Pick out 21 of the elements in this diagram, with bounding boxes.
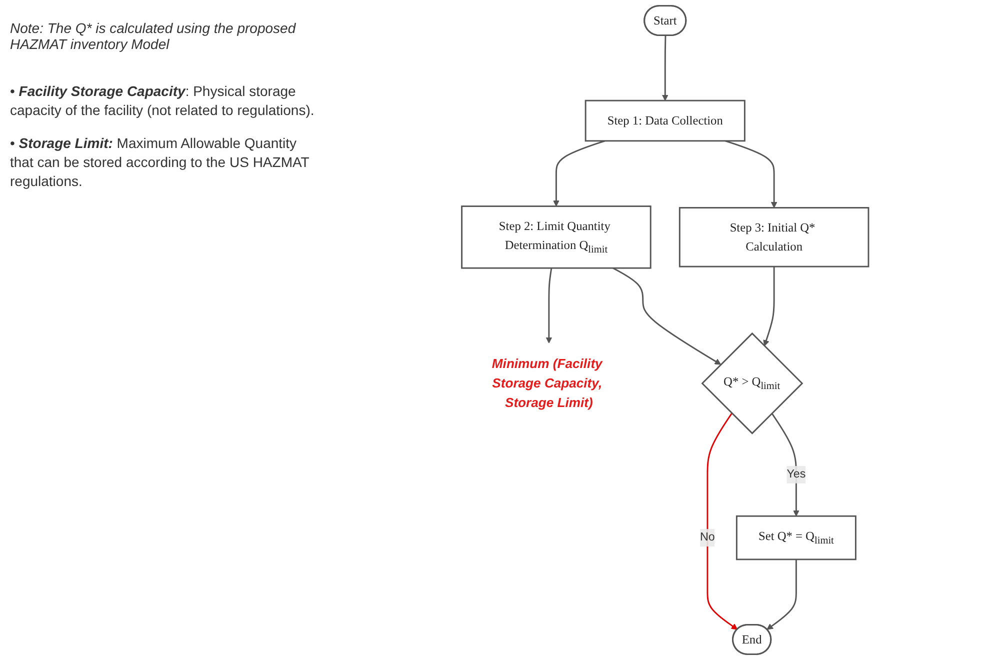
node-box (736, 515, 856, 560)
edge-label: No (700, 531, 715, 544)
node-diamond (701, 332, 804, 434)
arrow (725, 140, 778, 208)
arrow (662, 36, 668, 101)
arrow (546, 268, 552, 344)
flowchart: Yes No Start Step 1: Data Collection Step 2: Limit Quantity Determination Q$_{limit}$ Step 3: Initial Q* Calculation Minimum (Facility Storage Capacity, Storage Limit) Q* > Q$_{limit}$ Set Q* = Q$_{limit}$ End (330, 0, 993, 660)
arrow (706, 412, 738, 630)
definition-text: • Storage Limit: Maximum Allowable Quantity that can be stored according to the US HAZMAT regulations. (10, 134, 310, 190)
arrow (771, 412, 800, 516)
node-box (461, 206, 652, 269)
arrow (763, 266, 775, 346)
arrow (553, 140, 606, 207)
edge-label: Yes (786, 468, 806, 481)
node-text: Minimum (Facility Storage Capacity, Storage Limit) (492, 356, 602, 410)
node-box (678, 207, 870, 268)
node-box (584, 100, 746, 142)
arrow (766, 559, 797, 630)
arrow (612, 267, 722, 365)
note-text: Note: The Q* is calculated using the proposed HAZMAT inventory Model (10, 20, 297, 52)
definition-text: • Facility Storage Capacity: Physical storage capacity of the facility (not related to regulations). (10, 82, 316, 120)
